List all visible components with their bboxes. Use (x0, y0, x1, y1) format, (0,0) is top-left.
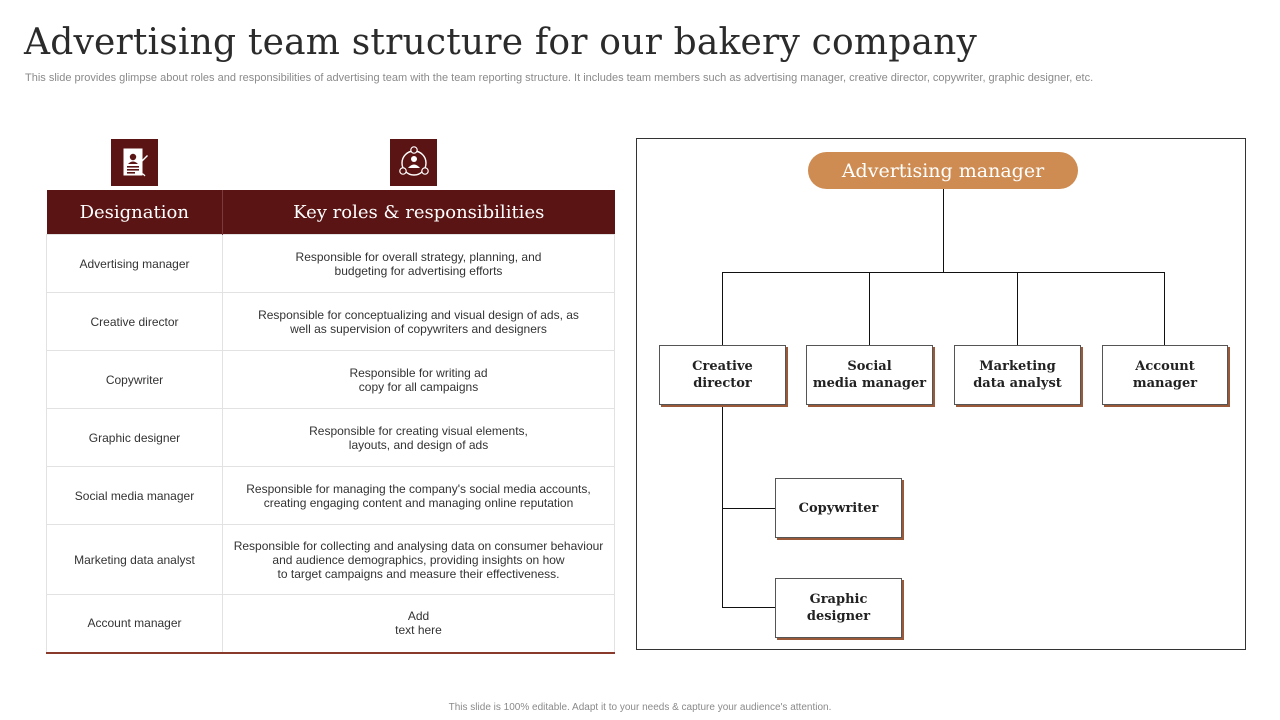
designation-cell: Creative director (46, 292, 223, 351)
designation-cell: Account manager (46, 594, 223, 654)
responsibilities-header: Key roles & responsibilities (222, 190, 615, 235)
connector-line (722, 607, 775, 608)
designation-cell: Marketing data analyst (46, 524, 223, 595)
table-row: Advertising manager Responsible for over… (46, 234, 615, 293)
designation-cell: Advertising manager (46, 234, 223, 293)
table-row: Copywriter Responsible for writing ad co… (46, 350, 615, 409)
designation-cell: Social media manager (46, 466, 223, 525)
page-title: Advertising team structure for our baker… (24, 22, 978, 63)
table-header-row: Designation Key roles & responsibilities (46, 190, 615, 235)
connector-line (869, 272, 870, 345)
connector-line (722, 405, 723, 607)
connector-line (722, 272, 723, 345)
marketing-data-analyst-node: Marketing data analyst (954, 345, 1081, 405)
connector-line (722, 272, 1165, 273)
responsibility-cell: Responsible for collecting and analysing… (222, 524, 615, 595)
connector-line (722, 508, 775, 509)
responsibility-cell: Responsible for writing ad copy for all … (222, 350, 615, 409)
graphic-designer-node: Graphic designer (775, 578, 902, 638)
responsibility-cell: Responsible for creating visual elements… (222, 408, 615, 467)
connector-line (943, 189, 944, 272)
resume-document-icon (111, 139, 158, 186)
table-row: Creative director Responsible for concep… (46, 292, 615, 351)
org-chart-frame (636, 138, 1246, 650)
responsibility-cell: Add text here (222, 594, 615, 654)
team-network-icon (390, 139, 437, 186)
table-row: Social media manager Responsible for man… (46, 466, 615, 525)
designation-cell: Graphic designer (46, 408, 223, 467)
social-media-manager-node: Social media manager (806, 345, 933, 405)
designation-cell: Copywriter (46, 350, 223, 409)
table-row: Account manager Add text here (46, 594, 615, 654)
account-manager-node: Account manager (1102, 345, 1228, 405)
advertising-manager-node: Advertising manager (808, 152, 1078, 189)
footer-note: This slide is 100% editable. Adapt it to… (448, 702, 832, 713)
designation-header: Designation (46, 190, 223, 235)
table-row: Marketing data analyst Responsible for c… (46, 524, 615, 595)
responsibility-cell: Responsible for managing the company's s… (222, 466, 615, 525)
copywriter-node: Copywriter (775, 478, 902, 538)
creative-director-node: Creative director (659, 345, 786, 405)
responsibility-cell: Responsible for overall strategy, planni… (222, 234, 615, 293)
page-subtitle: This slide provides glimpse about roles … (25, 72, 1094, 84)
connector-line (1017, 272, 1018, 345)
responsibility-cell: Responsible for conceptualizing and visu… (222, 292, 615, 351)
table-row: Graphic designer Responsible for creatin… (46, 408, 615, 467)
roles-table: Designation Key roles & responsibilities… (46, 190, 615, 654)
connector-line (1164, 272, 1165, 345)
